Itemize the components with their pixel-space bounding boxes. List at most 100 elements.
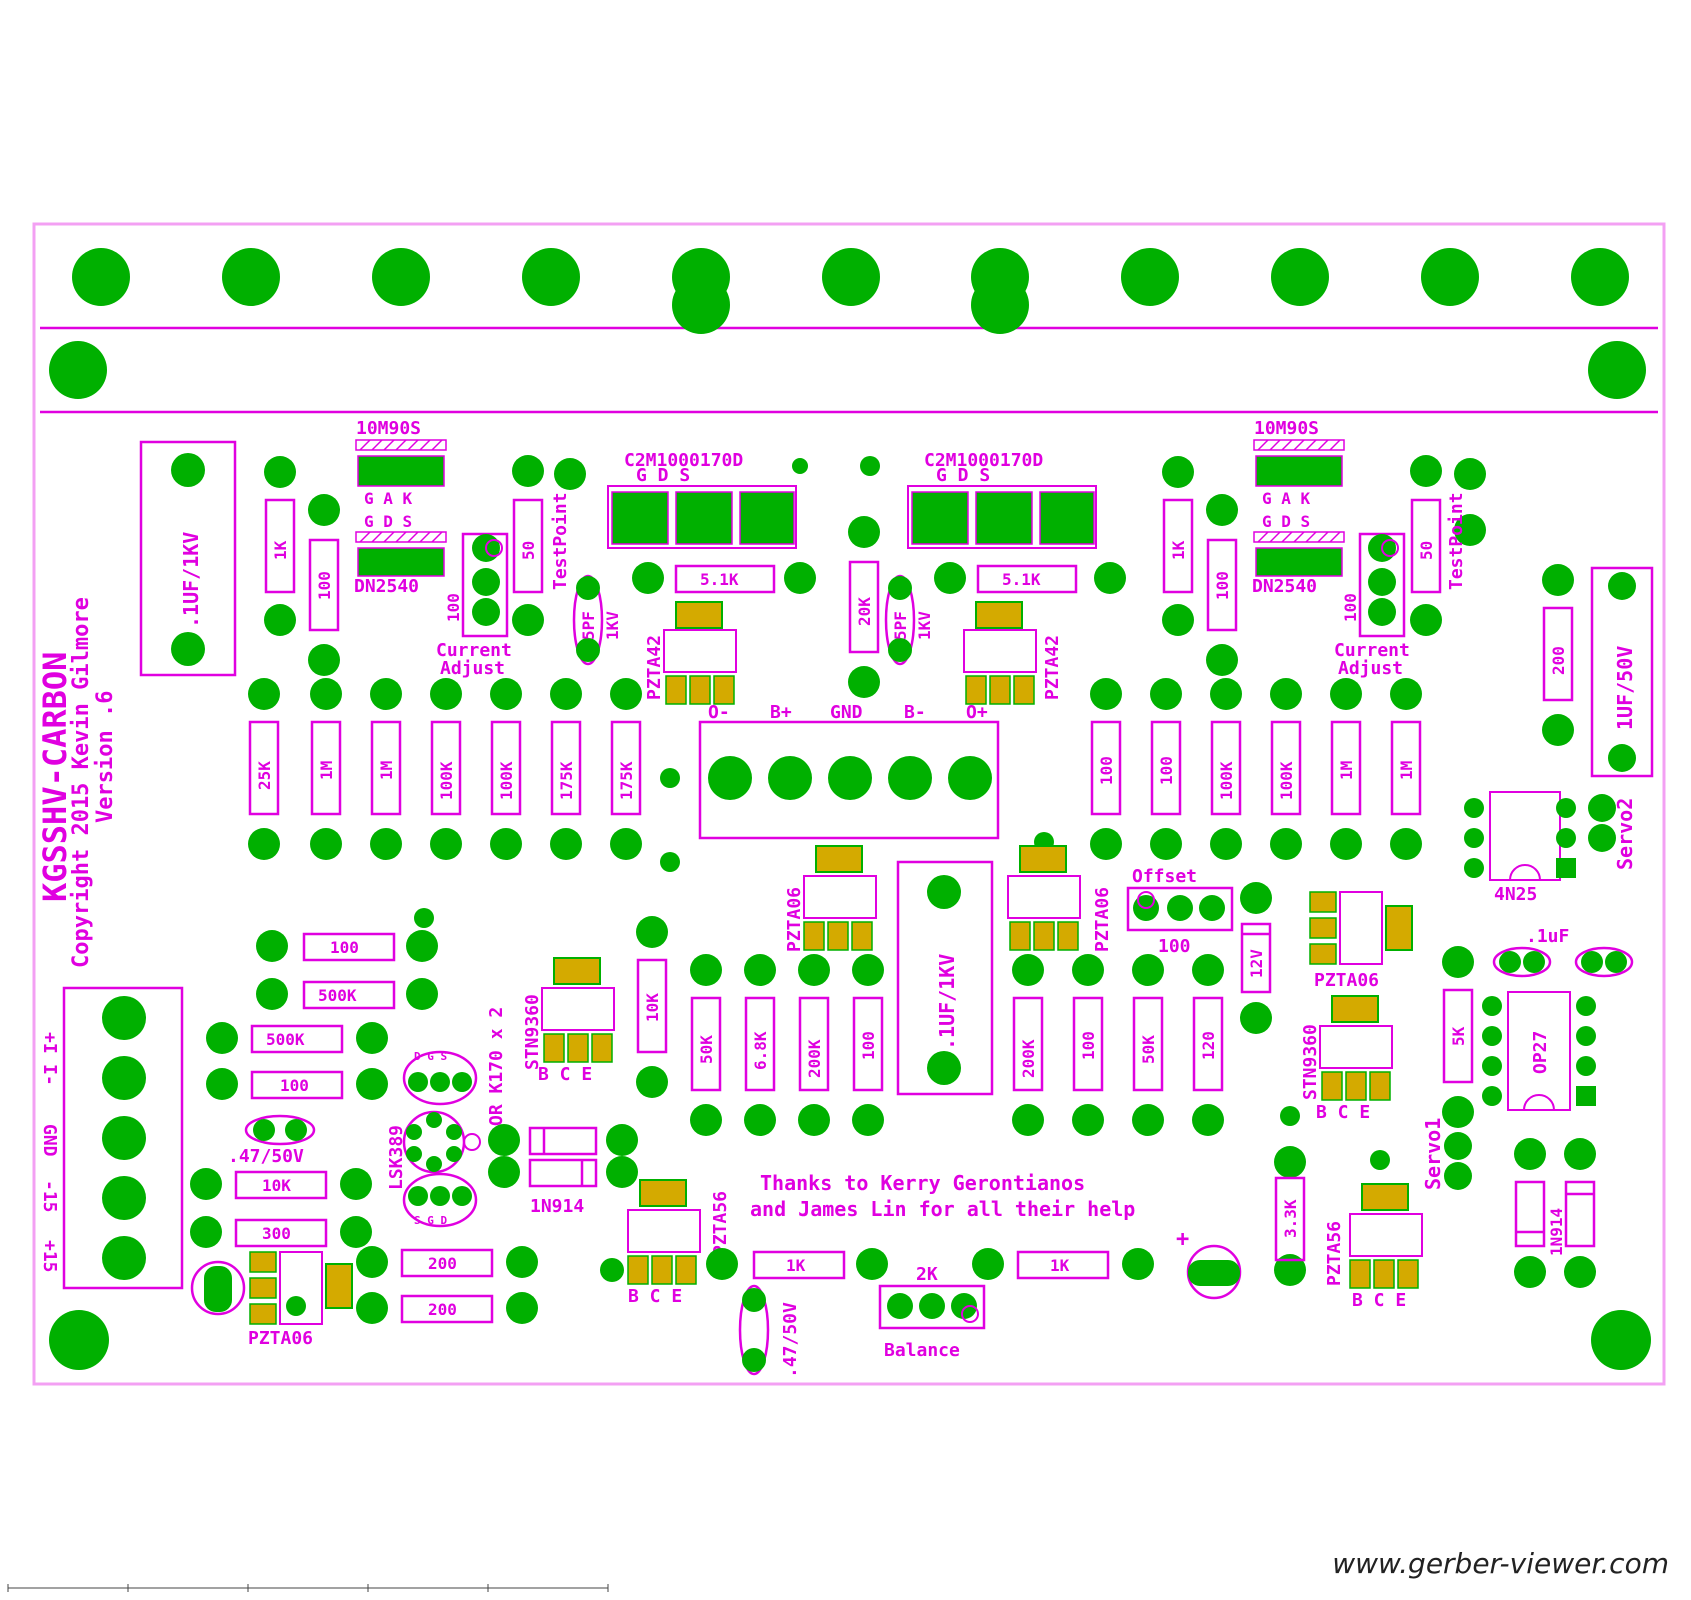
cap-box-left <box>139 440 237 677</box>
resistor-200-h1: 200 <box>428 1254 457 1273</box>
resistor-100-h2: 100 <box>280 1076 309 1095</box>
resistor-1k-h2: 1K <box>1050 1256 1070 1275</box>
resistor-100-right: 100 <box>1213 571 1232 600</box>
lsk389-label: LSK389 <box>386 1125 407 1190</box>
resistor-200-right: 200 <box>1549 646 1568 675</box>
resistor-100: 100 <box>315 571 334 600</box>
cap-47-left: .47/50V <box>228 1146 304 1167</box>
resistor-100-c2: 100 <box>1079 1031 1098 1060</box>
resistor-100k-r1: 100K <box>1217 761 1236 800</box>
c2m-right: C2M1000170D <box>924 450 1043 471</box>
lsk-top-pins: D G S <box>414 1050 447 1063</box>
scale-ruler <box>7 1584 609 1592</box>
balance-label: Balance <box>884 1340 960 1361</box>
pzta06-center-left: PZTA06 <box>784 887 805 952</box>
offset-value: 100 <box>1158 936 1191 957</box>
servo1-label: Servo1 <box>1421 1118 1445 1190</box>
op27-label: OP27 <box>1530 1031 1551 1074</box>
cap-label-left: .1UF/1KV <box>179 532 203 628</box>
bce-stn-left: B C E <box>538 1064 592 1085</box>
input-pin-gnd: GND <box>39 1124 60 1157</box>
pzta06-bottom-left: PZTA06 <box>248 1328 313 1349</box>
trimmer-100-right: 100 <box>1341 593 1360 622</box>
5pf-center: 5PF <box>891 611 910 640</box>
electrolytic-plus: + <box>1176 1227 1189 1252</box>
input-pin-plus15: +15 <box>39 1240 60 1273</box>
resistor-50-right: 50 <box>1417 541 1436 560</box>
resistor-50-left: 50 <box>519 541 538 560</box>
resistor-500k-h1: 500K <box>318 986 357 1005</box>
board-title: KGSSHV-CARBON <box>36 652 74 902</box>
testpoint-left: TestPoint <box>550 492 571 590</box>
resistor-1m-r2: 1M <box>1397 761 1416 780</box>
1n914-right: 1N914 <box>1547 1208 1566 1256</box>
current-adjust-r1: Current <box>1334 640 1410 661</box>
resistor-3-3k: 3.3K <box>1281 1199 1300 1238</box>
resistor-50k-b: 50K <box>1139 1035 1158 1064</box>
watermark-text: www.gerber-viewer.com <box>1332 1547 1669 1580</box>
resistor-100k-b: 100K <box>497 761 516 800</box>
stn9360-left: STN9360 <box>522 994 543 1070</box>
conn-pin-bminus: B- <box>904 702 926 723</box>
resistor-200-h2: 200 <box>428 1300 457 1319</box>
pzta56-left: PZTA56 <box>710 1191 731 1256</box>
resistor-10k-h: 10K <box>262 1176 291 1195</box>
input-pin-minus15: -15 <box>39 1180 60 1213</box>
power-connector <box>698 720 1000 840</box>
cap-47-bottom: .47/50V <box>780 1302 801 1378</box>
resistor-6-8k: 6.8K <box>751 1031 770 1070</box>
thanks-line2: and James Lin for all their help <box>750 1197 1135 1221</box>
thanks-line1: Thanks to Kerry Gerontianos <box>760 1171 1085 1195</box>
resistor-100-r1: 100 <box>1097 756 1116 785</box>
conn-pin-oplus: O+ <box>966 702 988 723</box>
resistor-1m-b: 1M <box>377 761 396 780</box>
resistor-300: 300 <box>262 1224 291 1243</box>
or-k170: OR K170 x 2 <box>486 1007 507 1126</box>
resistor-120: 120 <box>1199 1031 1218 1060</box>
input-connector <box>62 986 184 1290</box>
cap-box-center <box>896 860 994 1096</box>
diode-label-right: 10M90S <box>1254 418 1319 439</box>
offset-label: Offset <box>1132 866 1197 887</box>
resistor-500k-h2: 500K <box>266 1030 305 1049</box>
stn9360-right: STN9360 <box>1300 1024 1321 1100</box>
conn-pin-ominus: O- <box>708 702 730 723</box>
resistor-1k: 1K <box>271 540 290 560</box>
4n25-label: 4N25 <box>1494 884 1537 905</box>
resistor-175k-b: 175K <box>617 761 636 800</box>
trimmer-100-left: 100 <box>444 593 463 622</box>
gds-right: G D S <box>1262 512 1310 531</box>
lsk-bottom-pins: S G D <box>414 1214 447 1227</box>
board-version: Version .6 <box>93 691 118 823</box>
resistor-100-h1: 100 <box>330 938 359 957</box>
pzta56-right: PZTA56 <box>1324 1221 1345 1286</box>
mounting-hole <box>49 1310 109 1370</box>
zener-12v: 12V <box>1247 949 1266 978</box>
resistor-1m-a: 1M <box>317 761 336 780</box>
bce-pzta56-left: B C E <box>628 1286 682 1307</box>
resistor-5-1k-right: 5.1K <box>1002 570 1041 589</box>
input-pin-i-minus: I- <box>39 1064 60 1086</box>
1n914-left: 1N914 <box>530 1196 584 1217</box>
center-resistor-row <box>690 954 1224 1136</box>
diode-label-left: 10M90S <box>356 418 421 439</box>
resistor-5-1k-left: 5.1K <box>700 570 739 589</box>
cap-label-right: 1UF/50V <box>1613 646 1637 730</box>
resistor-25k: 25K <box>255 761 274 790</box>
conn-pin-gnd: GND <box>830 702 863 723</box>
resistor-100k-r2: 100K <box>1277 761 1296 800</box>
resistor-100k-a: 100K <box>437 761 456 800</box>
testpoint-right: TestPoint <box>1446 492 1467 590</box>
left-resistor-row <box>248 678 642 860</box>
resistor-100-c1: 100 <box>859 1031 878 1060</box>
dn2540-left: DN2540 <box>354 576 419 597</box>
pot-2k: 2K <box>916 1264 938 1285</box>
cap-box-right <box>1590 566 1654 778</box>
resistor-20k: 20K <box>855 597 874 626</box>
gds-left: G D S <box>364 512 412 531</box>
resistor-5k: 5K <box>1449 1026 1468 1046</box>
bce-pzta56-right: B C E <box>1352 1290 1406 1311</box>
servo2-label: Servo2 <box>1613 798 1637 870</box>
gak-right: G A K <box>1262 489 1311 508</box>
